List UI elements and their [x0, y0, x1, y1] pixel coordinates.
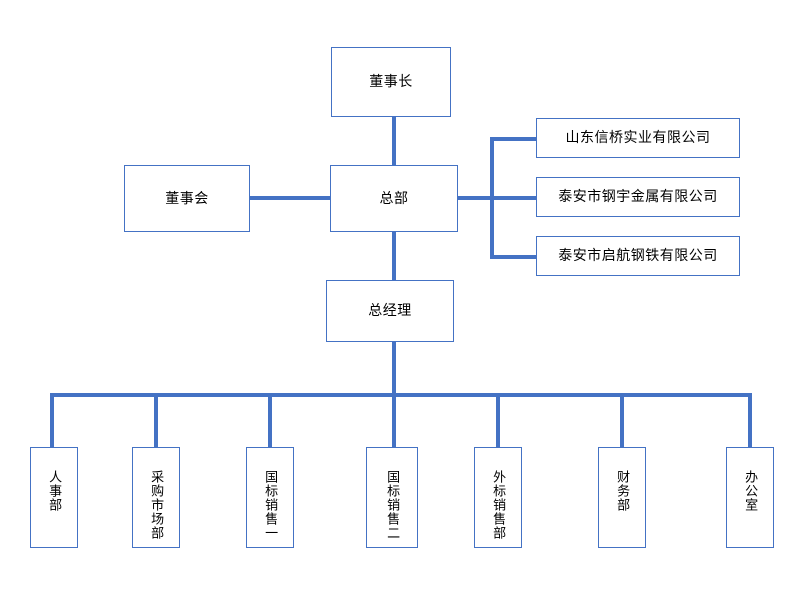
- node-department-2[interactable]: 采购市场部: [132, 447, 180, 548]
- node-department-4[interactable]: 国标销售二: [366, 447, 418, 548]
- node-general-manager-label: 总经理: [368, 302, 412, 319]
- node-board-of-directors[interactable]: 董事会: [124, 165, 250, 232]
- node-department-3[interactable]: 国标销售一: [246, 447, 294, 548]
- connector-bus-to-department-3: [268, 393, 272, 449]
- connector-bus-to-department-4: [392, 393, 396, 449]
- connector-headquarters-to-general-manager: [392, 230, 396, 280]
- node-subsidiary-3[interactable]: 泰安市启航钢铁有限公司: [536, 236, 740, 276]
- node-department-1-label: 人事部: [47, 470, 63, 512]
- connector-board-to-headquarters: [248, 196, 334, 200]
- node-department-5-label: 外标销售部: [491, 470, 507, 540]
- node-subsidiary-3-label: 泰安市启航钢铁有限公司: [558, 247, 718, 264]
- node-department-2-label: 采购市场部: [149, 470, 165, 540]
- connector-department-bus: [50, 393, 752, 397]
- connector-trunk-to-subsidiary-2: [490, 196, 538, 200]
- node-board-of-directors-label: 董事会: [165, 189, 209, 206]
- connector-bus-to-department-5: [496, 393, 500, 449]
- connector-general-manager-to-bus: [392, 342, 396, 396]
- node-subsidiary-2[interactable]: 泰安市钢宇金属有限公司: [536, 177, 740, 217]
- connector-headquarters-to-subsidiary-trunk: [456, 196, 494, 200]
- node-subsidiary-2-label: 泰安市钢宇金属有限公司: [558, 188, 718, 205]
- node-department-3-label: 国标销售一: [263, 470, 279, 540]
- node-headquarters[interactable]: 总部: [330, 165, 458, 232]
- node-headquarters-label: 总部: [379, 189, 409, 206]
- node-chairman[interactable]: 董事长: [331, 47, 451, 117]
- connector-trunk-to-subsidiary-1: [490, 137, 538, 141]
- connector-bus-to-department-7: [748, 393, 752, 449]
- connector-trunk-to-subsidiary-3: [490, 255, 538, 259]
- connector-bus-to-department-1: [50, 393, 54, 449]
- node-department-6[interactable]: 财务部: [598, 447, 646, 548]
- node-department-6-label: 财务部: [615, 470, 631, 512]
- connector-chairman-to-headquarters: [392, 116, 396, 168]
- node-chairman-label: 董事长: [369, 73, 413, 90]
- node-department-4-label: 国标销售二: [385, 470, 401, 540]
- node-department-7-label: 办公室: [743, 470, 759, 512]
- connector-bus-to-department-6: [620, 393, 624, 449]
- node-subsidiary-1[interactable]: 山东信桥实业有限公司: [536, 118, 740, 158]
- node-department-5[interactable]: 外标销售部: [474, 447, 522, 548]
- connector-bus-to-department-2: [154, 393, 158, 449]
- node-general-manager[interactable]: 总经理: [326, 280, 454, 342]
- node-department-1[interactable]: 人事部: [30, 447, 78, 548]
- node-department-7[interactable]: 办公室: [726, 447, 774, 548]
- node-subsidiary-1-label: 山东信桥实业有限公司: [565, 129, 711, 146]
